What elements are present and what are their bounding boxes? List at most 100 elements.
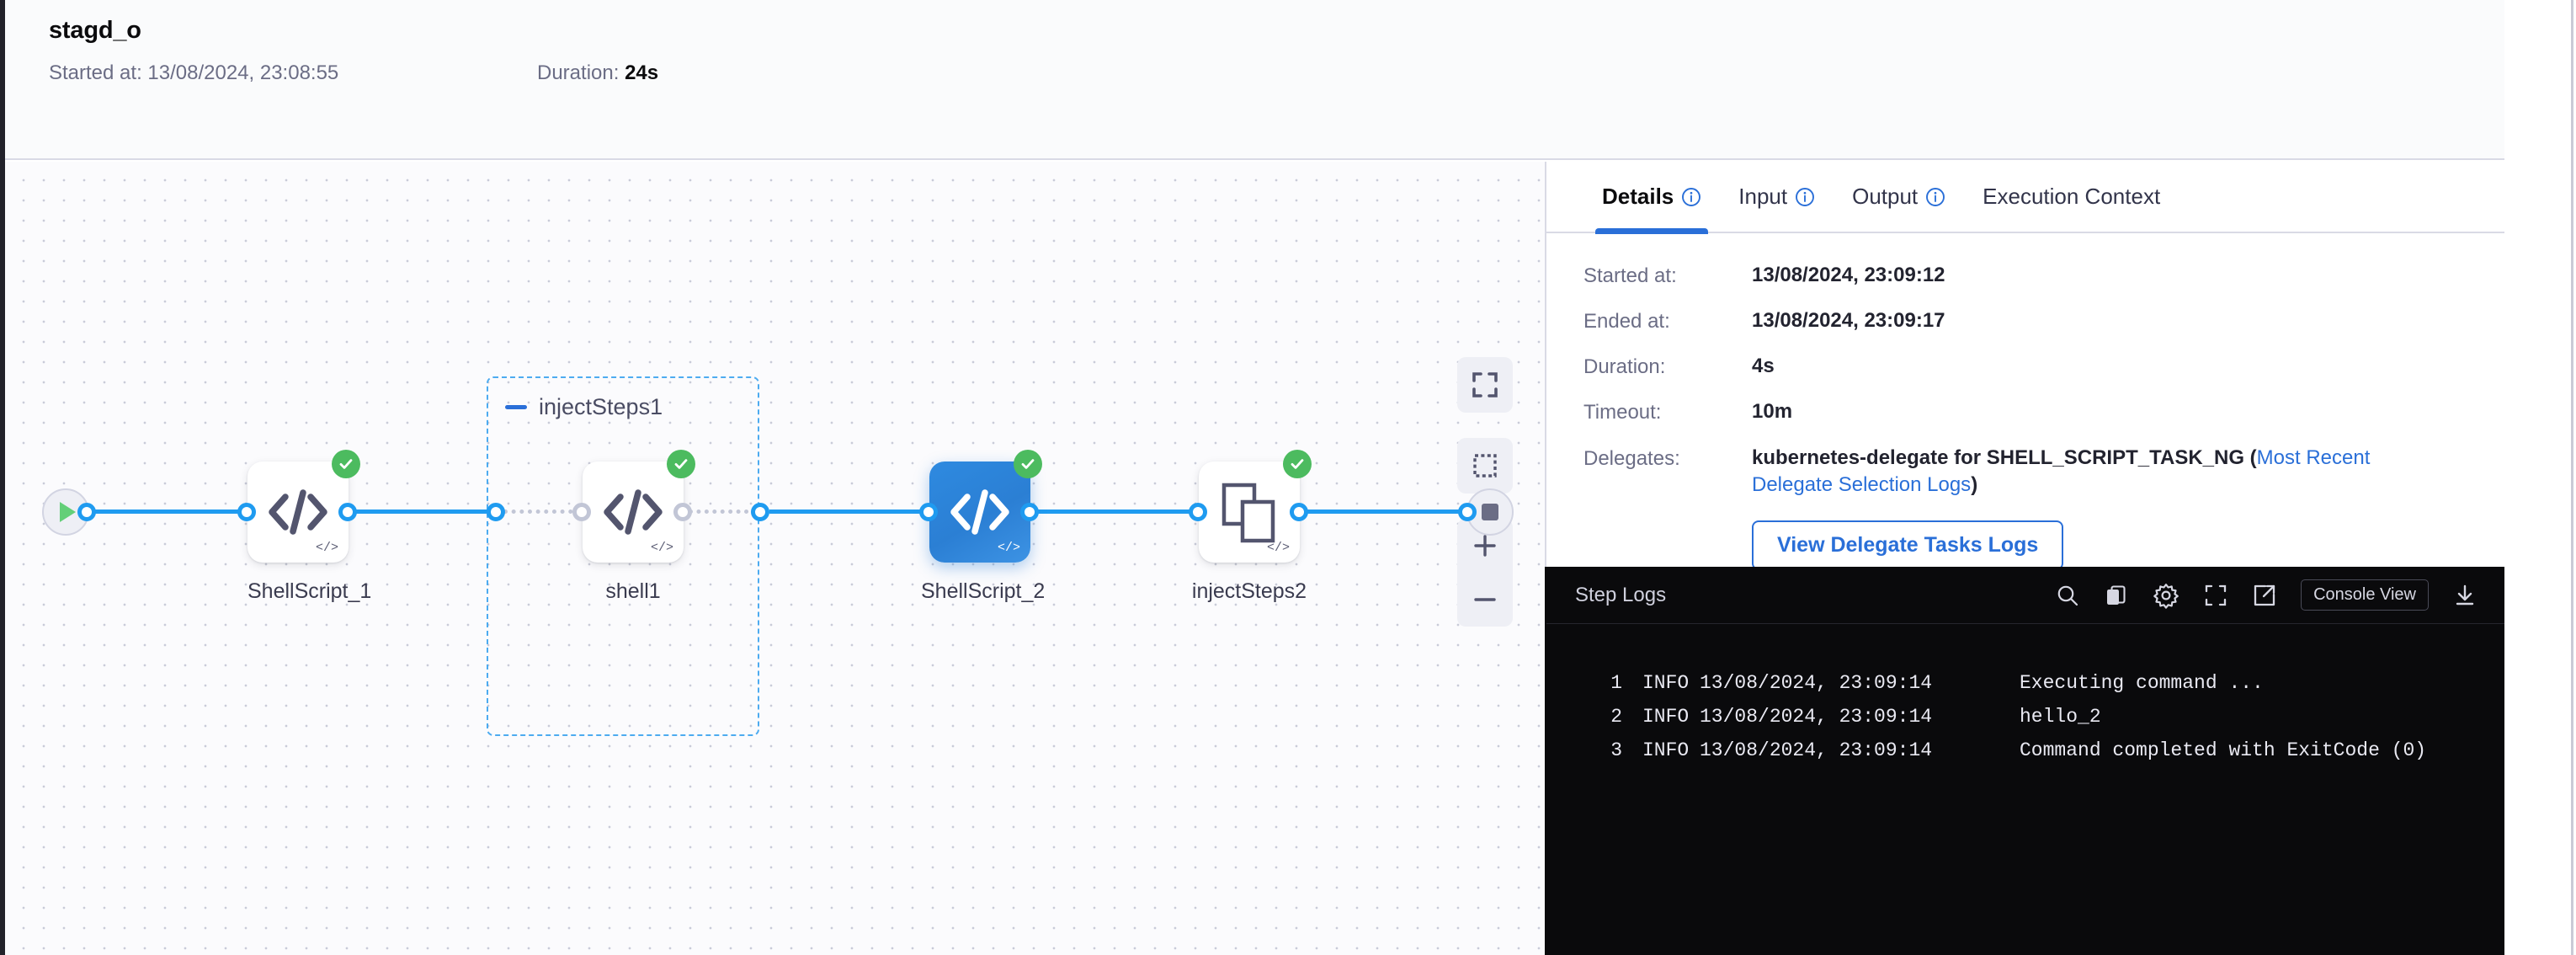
node-ShellScript_1[interactable]: </> <box>247 450 360 563</box>
fit-to-screen-button[interactable] <box>1457 357 1513 413</box>
tab-details-label: Details <box>1602 184 1674 209</box>
detail-row-duration: Duration: 4s <box>1546 353 2504 380</box>
status-success-icon <box>1014 450 1042 478</box>
zoom-controls[interactable] <box>1457 519 1513 627</box>
tab-details[interactable]: Details <box>1583 161 1720 234</box>
code-icon <box>247 461 349 563</box>
execution-header: stagd_o Started at: 13/08/2024, 23:08:55… <box>5 0 2504 160</box>
duration-value: 24s <box>625 61 659 84</box>
connector-group-to-s2 <box>769 510 938 514</box>
port-inject2-in[interactable] <box>1189 503 1207 521</box>
tab-output-label: Output <box>1852 184 1919 209</box>
connector-s1-to-group <box>347 510 498 514</box>
detail-row-timeout: Timeout: 10m <box>1546 398 2504 425</box>
duration-meta: Duration: 24s <box>537 61 658 85</box>
gear-icon[interactable] <box>2153 582 2179 609</box>
tab-execution-context-label: Execution Context <box>1983 184 2161 209</box>
tab-input-label: Input <box>1738 184 1788 209</box>
node-label-ShellScript_1: ShellScript_1 <box>247 579 372 603</box>
delegates-text-after: ) <box>1971 472 1978 496</box>
log-output[interactable]: 1 INFO 13/08/2024, 23:09:14 Executing co… <box>1546 624 2504 955</box>
view-delegate-tasks-logs-button[interactable]: View Delegate Tasks Logs <box>1752 520 2064 570</box>
delegates-text-before: kubernetes-delegate for SHELL_SCRIPT_TAS… <box>1752 445 2257 469</box>
connector-inject2-to-end <box>1303 510 1472 514</box>
detail-value: 13/08/2024, 23:09:17 <box>1752 309 1945 333</box>
log-line: 3 INFO 13/08/2024, 23:09:14 Command comp… <box>1546 734 2504 767</box>
started-at-meta: Started at: 13/08/2024, 23:08:55 <box>49 61 338 85</box>
log-line-number: 3 <box>1610 739 1622 761</box>
port-group-out[interactable] <box>751 503 769 521</box>
log-message: hello_2 <box>2020 706 2101 728</box>
port-s2-out[interactable] <box>1020 503 1039 521</box>
step-group-header[interactable]: injectSteps1 <box>505 394 663 420</box>
log-tool-buttons: Console View <box>2055 579 2504 611</box>
search-icon[interactable] <box>2055 583 2080 608</box>
pipeline-canvas[interactable]: injectSteps1 <box>5 162 1545 955</box>
end-node[interactable] <box>1466 488 1514 536</box>
connector-group-in <box>503 510 581 514</box>
console-view-button[interactable]: Console View <box>2301 579 2429 611</box>
connector-group-out <box>689 510 764 514</box>
detail-key: Timeout: <box>1583 401 1662 424</box>
copy-icon[interactable] <box>2104 583 2129 608</box>
delegate-selection-logs-link[interactable]: Most Recent Delegate Selection Logs <box>1752 445 2371 496</box>
code-icon <box>929 461 1030 563</box>
code-badge-icon: </> <box>1266 541 1290 555</box>
details-content: Started at: 13/08/2024, 23:09:12 Ended a… <box>1546 233 2504 570</box>
log-line: 1 INFO 13/08/2024, 23:09:14 Executing co… <box>1546 666 2504 700</box>
right-edge-divider <box>2571 0 2573 955</box>
code-badge-icon: </> <box>997 541 1020 555</box>
detail-key: Ended at: <box>1583 310 1670 333</box>
info-icon[interactable] <box>1925 187 1945 207</box>
step-logs-title: Step Logs <box>1575 583 1667 606</box>
port-shell1-in[interactable] <box>572 503 591 521</box>
log-level: INFO <box>1642 672 1690 694</box>
selection-box-button[interactable] <box>1457 438 1513 494</box>
fullscreen-icon[interactable] <box>2203 583 2228 608</box>
status-success-icon <box>332 450 360 478</box>
port-s2-in[interactable] <box>919 503 938 521</box>
port-group-in[interactable] <box>487 503 505 521</box>
duration-label: Duration: <box>537 61 620 84</box>
node-shell1[interactable]: </> <box>583 450 695 563</box>
started-at-value: 13/08/2024, 23:08:55 <box>147 61 339 84</box>
node-label-shell1: shell1 <box>605 579 661 603</box>
download-icon[interactable] <box>2452 583 2478 608</box>
panel-tabs: Details Input Output Execution Context <box>1546 161 2504 234</box>
detail-row-started-at: Started at: 13/08/2024, 23:09:12 <box>1546 262 2504 289</box>
node-injectSteps2[interactable]: </> <box>1199 450 1312 563</box>
tab-input[interactable]: Input <box>1720 161 1834 232</box>
zoom-out-button[interactable] <box>1457 573 1513 627</box>
log-line-number: 1 <box>1610 672 1622 694</box>
external-link-icon[interactable] <box>2252 583 2277 608</box>
connector-s2-to-inject2 <box>1034 510 1202 514</box>
detail-key: Delegates: <box>1583 446 1680 470</box>
info-icon[interactable] <box>1681 187 1701 207</box>
minus-icon[interactable] <box>505 405 527 409</box>
port-start-out[interactable] <box>77 503 96 521</box>
port-shell1-out[interactable] <box>673 503 692 521</box>
log-timestamp: 13/08/2024, 23:09:14 <box>1700 706 1933 728</box>
port-s1-in[interactable] <box>237 503 256 521</box>
info-icon[interactable] <box>1795 187 1815 207</box>
port-s1-out[interactable] <box>338 503 357 521</box>
node-ShellScript_2[interactable]: </> <box>929 450 1042 563</box>
tab-execution-context[interactable]: Execution Context <box>1964 161 2179 232</box>
log-line-number: 2 <box>1610 706 1622 728</box>
step-logs-panel: Step Logs Console View <box>1545 567 2504 955</box>
detail-value: 13/08/2024, 23:09:12 <box>1752 264 1945 286</box>
log-level: INFO <box>1642 739 1690 761</box>
zoom-in-button[interactable] <box>1457 519 1513 573</box>
detail-key: Duration: <box>1583 355 1666 379</box>
log-message: Command completed with ExitCode (0) <box>2020 739 2427 761</box>
step-group-injectSteps1[interactable] <box>487 376 759 736</box>
connector-start-to-s1 <box>86 510 246 514</box>
tab-output[interactable]: Output <box>1834 161 1964 232</box>
log-level: INFO <box>1642 706 1690 728</box>
right-gutter <box>2504 0 2576 955</box>
delegates-value: kubernetes-delegate for SHELL_SCRIPT_TAS… <box>1752 445 2392 499</box>
port-end-in[interactable] <box>1458 503 1477 521</box>
step-group-label: injectSteps1 <box>539 394 663 419</box>
log-message: Executing command ... <box>2020 672 2264 694</box>
port-inject2-out[interactable] <box>1290 503 1308 521</box>
